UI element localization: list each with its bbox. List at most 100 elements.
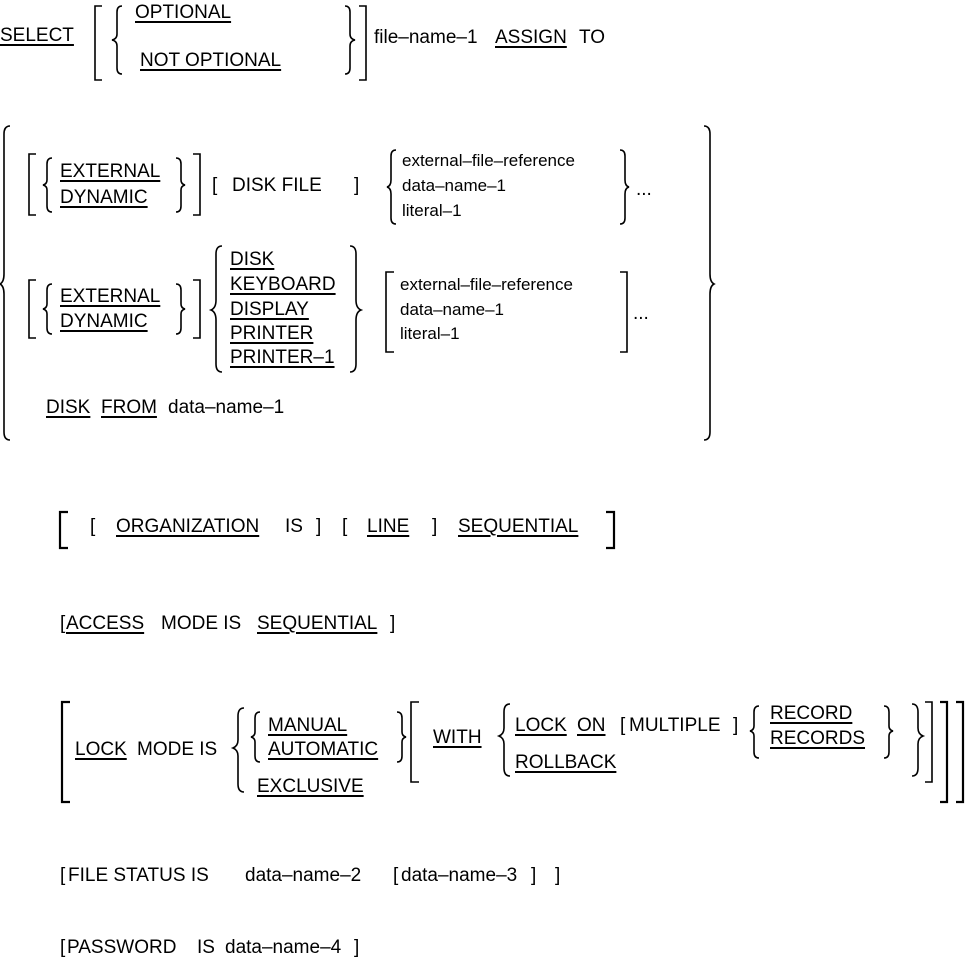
device-disk: DISK bbox=[230, 249, 275, 270]
lock-mode-open-brace bbox=[230, 707, 245, 793]
lock-close-bracket-outer bbox=[956, 700, 965, 804]
records-keyword: RECORDS bbox=[770, 728, 866, 749]
row1-ellipsis: ... bbox=[636, 179, 652, 200]
select-open-brace bbox=[111, 5, 123, 75]
row1-ext-open-brace bbox=[42, 157, 53, 213]
file-status-name-3: data–name–3 bbox=[401, 865, 518, 886]
file-status-close: ] bbox=[555, 865, 561, 886]
record-close-brace bbox=[883, 705, 894, 759]
file-status-name-2: data–name–2 bbox=[245, 865, 362, 886]
row1-external: EXTERNAL bbox=[60, 161, 161, 182]
lock-manual-open-brace bbox=[250, 711, 261, 763]
manual-keyword: MANUAL bbox=[268, 715, 348, 736]
exclusive-keyword: EXCLUSIVE bbox=[257, 776, 364, 797]
line-open: [ bbox=[342, 516, 348, 537]
automatic-keyword: AUTOMATIC bbox=[268, 739, 379, 760]
row2-external: EXTERNAL bbox=[60, 286, 161, 307]
select-open-bracket bbox=[94, 5, 102, 81]
lockon-close-brace bbox=[911, 703, 926, 777]
disk-from-disk: DISK bbox=[46, 397, 91, 418]
organization-is: IS bbox=[285, 516, 303, 537]
with-open-bracket bbox=[410, 701, 419, 783]
device-printer-1: PRINTER–1 bbox=[230, 347, 335, 368]
password-open: [ bbox=[60, 937, 66, 958]
row1-opt-close-brace bbox=[619, 149, 630, 225]
device-keyboard: KEYBOARD bbox=[230, 274, 336, 295]
password-close: ] bbox=[354, 937, 360, 958]
multiple-open: [ bbox=[620, 715, 626, 736]
record-keyword: RECORD bbox=[770, 703, 853, 724]
rollback-keyword: ROLLBACK bbox=[515, 752, 617, 773]
access-keyword: ACCESS bbox=[66, 613, 145, 634]
access-mode-is: MODE IS bbox=[161, 613, 242, 634]
lockon-open-brace bbox=[496, 703, 511, 777]
row2-opt-open-bracket bbox=[385, 271, 394, 353]
row1-disk-file-open: [ bbox=[212, 175, 218, 196]
row1-ext-close-brace bbox=[175, 157, 186, 213]
lock-on-on: ON bbox=[577, 715, 606, 736]
row1-option-1: external–file–reference bbox=[402, 151, 575, 170]
row2-option-1: external–file–reference bbox=[400, 275, 573, 294]
lock-close-bracket-inner bbox=[940, 700, 949, 804]
organization-keyword: ORGANIZATION bbox=[116, 516, 260, 537]
row2-close-bracket bbox=[193, 279, 201, 339]
file-name-1: file–name–1 bbox=[374, 27, 478, 48]
row1-dynamic: DYNAMIC bbox=[60, 187, 148, 208]
row2-open-bracket bbox=[28, 279, 36, 339]
lock-keyword: LOCK bbox=[75, 739, 127, 760]
file-status-name-3-open: [ bbox=[393, 865, 399, 886]
assign-keyword: ASSIGN bbox=[495, 27, 567, 48]
big-open-brace bbox=[0, 125, 11, 441]
org-close-bracket bbox=[606, 510, 616, 550]
sequential-keyword: SEQUENTIAL bbox=[458, 516, 579, 537]
row1-option-2: data–name–1 bbox=[402, 176, 506, 195]
org-open-bracket bbox=[58, 510, 68, 550]
device-display: DISPLAY bbox=[230, 299, 309, 320]
lock-open-bracket bbox=[60, 700, 70, 804]
big-close-brace bbox=[703, 125, 716, 441]
record-open-brace bbox=[749, 705, 760, 759]
password-keyword: PASSWORD bbox=[67, 937, 177, 958]
password-is: IS bbox=[197, 937, 215, 958]
lock-mode-is: MODE IS bbox=[137, 739, 218, 760]
file-status-text: FILE STATUS IS bbox=[68, 865, 209, 886]
line-close: ] bbox=[432, 516, 438, 537]
select-close-brace bbox=[344, 5, 356, 75]
row2-ext-open-brace bbox=[42, 283, 53, 335]
row2-dev-open-brace bbox=[208, 245, 223, 373]
row2-option-3: literal–1 bbox=[400, 324, 460, 343]
row1-open-bracket bbox=[28, 153, 36, 216]
row2-ellipsis: ... bbox=[633, 303, 649, 324]
access-close: ] bbox=[390, 613, 396, 634]
lock-manual-close-brace bbox=[396, 711, 407, 763]
row1-close-bracket bbox=[193, 153, 201, 216]
not-optional-keyword: NOT OPTIONAL bbox=[140, 50, 282, 71]
select-close-bracket bbox=[359, 5, 367, 81]
row2-option-2: data–name–1 bbox=[400, 300, 504, 319]
row1-option-3: literal–1 bbox=[402, 201, 462, 220]
access-sequential: SEQUENTIAL bbox=[257, 613, 378, 634]
row2-opt-close-bracket bbox=[620, 271, 628, 353]
row2-dev-close-brace bbox=[349, 245, 364, 373]
line-keyword: LINE bbox=[367, 516, 410, 537]
row1-disk-file: DISK FILE bbox=[232, 175, 322, 196]
with-keyword: WITH bbox=[433, 727, 482, 748]
file-status-name-3-close: ] bbox=[531, 865, 537, 886]
disk-from-from: FROM bbox=[101, 397, 157, 418]
row2-dynamic: DYNAMIC bbox=[60, 311, 148, 332]
optional-keyword: OPTIONAL bbox=[135, 2, 232, 23]
org-inner-open: [ bbox=[90, 516, 96, 537]
password-name-4: data–name–4 bbox=[225, 937, 342, 958]
with-close-bracket bbox=[925, 701, 933, 783]
device-printer: PRINTER bbox=[230, 323, 314, 344]
org-inner-close: ] bbox=[316, 516, 322, 537]
select-keyword: SELECT bbox=[0, 25, 74, 46]
to-keyword: TO bbox=[579, 27, 606, 48]
row1-opt-open-brace bbox=[386, 149, 397, 225]
row1-disk-file-close: ] bbox=[354, 175, 360, 196]
row2-ext-close-brace bbox=[175, 283, 186, 335]
access-open: [ bbox=[60, 613, 66, 634]
file-status-open: [ bbox=[60, 865, 66, 886]
disk-from-name: data–name–1 bbox=[168, 397, 285, 418]
